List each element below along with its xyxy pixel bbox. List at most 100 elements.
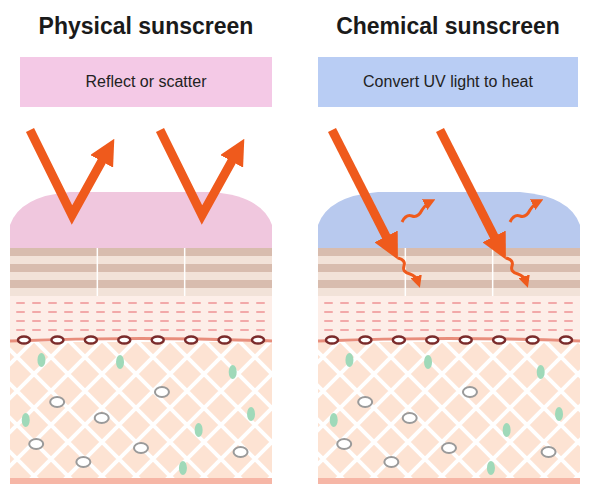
cell [330,413,338,427]
epidermis-cell [144,329,153,331]
basal-cell [219,337,231,344]
epidermis-cell [96,329,105,331]
cell [50,397,64,407]
cell [337,439,351,449]
epidermis-cell [468,320,477,322]
epidermis [318,296,580,340]
epidermis-cell [436,329,445,331]
epidermis-cell [144,320,153,322]
epidermis-cell [340,311,349,313]
epidermis-cell [500,302,509,304]
epidermis-cell [388,302,397,304]
band-text: Reflect or scatter [86,73,207,91]
epidermis-cell [208,311,217,313]
epidermis-cell [48,320,57,322]
epidermis-cell [192,320,201,322]
cell [345,353,353,367]
epidermis-cell [240,311,249,313]
epidermis-cell [484,320,493,322]
epidermis-cell [564,320,573,322]
epidermis-cell [404,329,413,331]
epidermis-cell [340,329,349,331]
epidermis [10,296,272,340]
epidermis-cell [112,311,121,313]
epidermis-cell [16,320,25,322]
epidermis-cell [256,329,265,331]
epidermis-cell [96,311,105,313]
basal-cell [359,337,371,344]
epidermis-cell [436,311,445,313]
stratum-layer [10,248,272,256]
epidermis-cell [16,311,25,313]
stratum-layer [10,280,272,288]
basal-cell [18,337,30,344]
epidermis-cell [224,320,233,322]
basal-cell [560,337,572,344]
epidermis-cell [420,320,429,322]
epidermis-cell [452,320,461,322]
cell [555,407,563,421]
epidermis-cell [64,311,73,313]
epidermis-cell [484,302,493,304]
epidermis-cell [80,320,89,322]
skin-layers [318,192,580,484]
epidermis-cell [340,302,349,304]
epidermis-cell [48,329,57,331]
epidermis-cell [176,320,185,322]
epidermis-cell [224,302,233,304]
epidermis-cell [32,311,41,313]
cell [179,461,187,475]
epidermis-cell [564,329,573,331]
epidermis-cell [192,329,201,331]
epidermis-cell [388,320,397,322]
epidermis-cell [192,302,201,304]
epidermis-cell [112,302,121,304]
epidermis-cell [176,329,185,331]
epidermis-cell [176,302,185,304]
epidermis-cell [452,311,461,313]
epidermis-cell [436,302,445,304]
epidermis-cell [208,302,217,304]
epidermis-cell [516,320,525,322]
epidermis-cell [532,311,541,313]
epidermis-cell [160,302,169,304]
epidermis-cell [128,329,137,331]
epidermis-cell [16,302,25,304]
epidermis-cell [208,320,217,322]
epidermis-cell [64,320,73,322]
heat-arrow [398,202,538,282]
epidermis-cell [256,302,265,304]
epidermis-cell [340,320,349,322]
epidermis-cell [144,302,153,304]
epidermis-cell [356,302,365,304]
panel-heading: Physical sunscreen [0,13,292,40]
uv-arrow [30,130,238,215]
basal-cell [85,337,97,344]
epidermis-cell [452,302,461,304]
epidermis-cell [160,311,169,313]
cell [116,355,124,369]
epidermis-cell [468,302,477,304]
epidermis-cell [208,329,217,331]
bottom-band [10,478,272,484]
cell [384,457,398,467]
epidermis-cell [224,311,233,313]
basal-cell [252,337,264,344]
epidermis-cell [516,302,525,304]
epidermis-cell [468,311,477,313]
basal-cell [185,337,197,344]
epidermis-cell [32,302,41,304]
epidermis-cell [64,329,73,331]
stratum-layer [318,272,580,280]
basal-cell [393,337,405,344]
epidermis-cell [32,329,41,331]
epidermis-cell [404,320,413,322]
basal-cell [51,337,63,344]
epidermis-cell [240,302,249,304]
cell [542,447,556,457]
label-band: Chemical sunscreenConvert UV light to he… [318,57,578,107]
sunscreen-layer [318,192,580,248]
basal-line [318,339,580,342]
epidermis-cell [532,329,541,331]
cell [234,447,248,457]
